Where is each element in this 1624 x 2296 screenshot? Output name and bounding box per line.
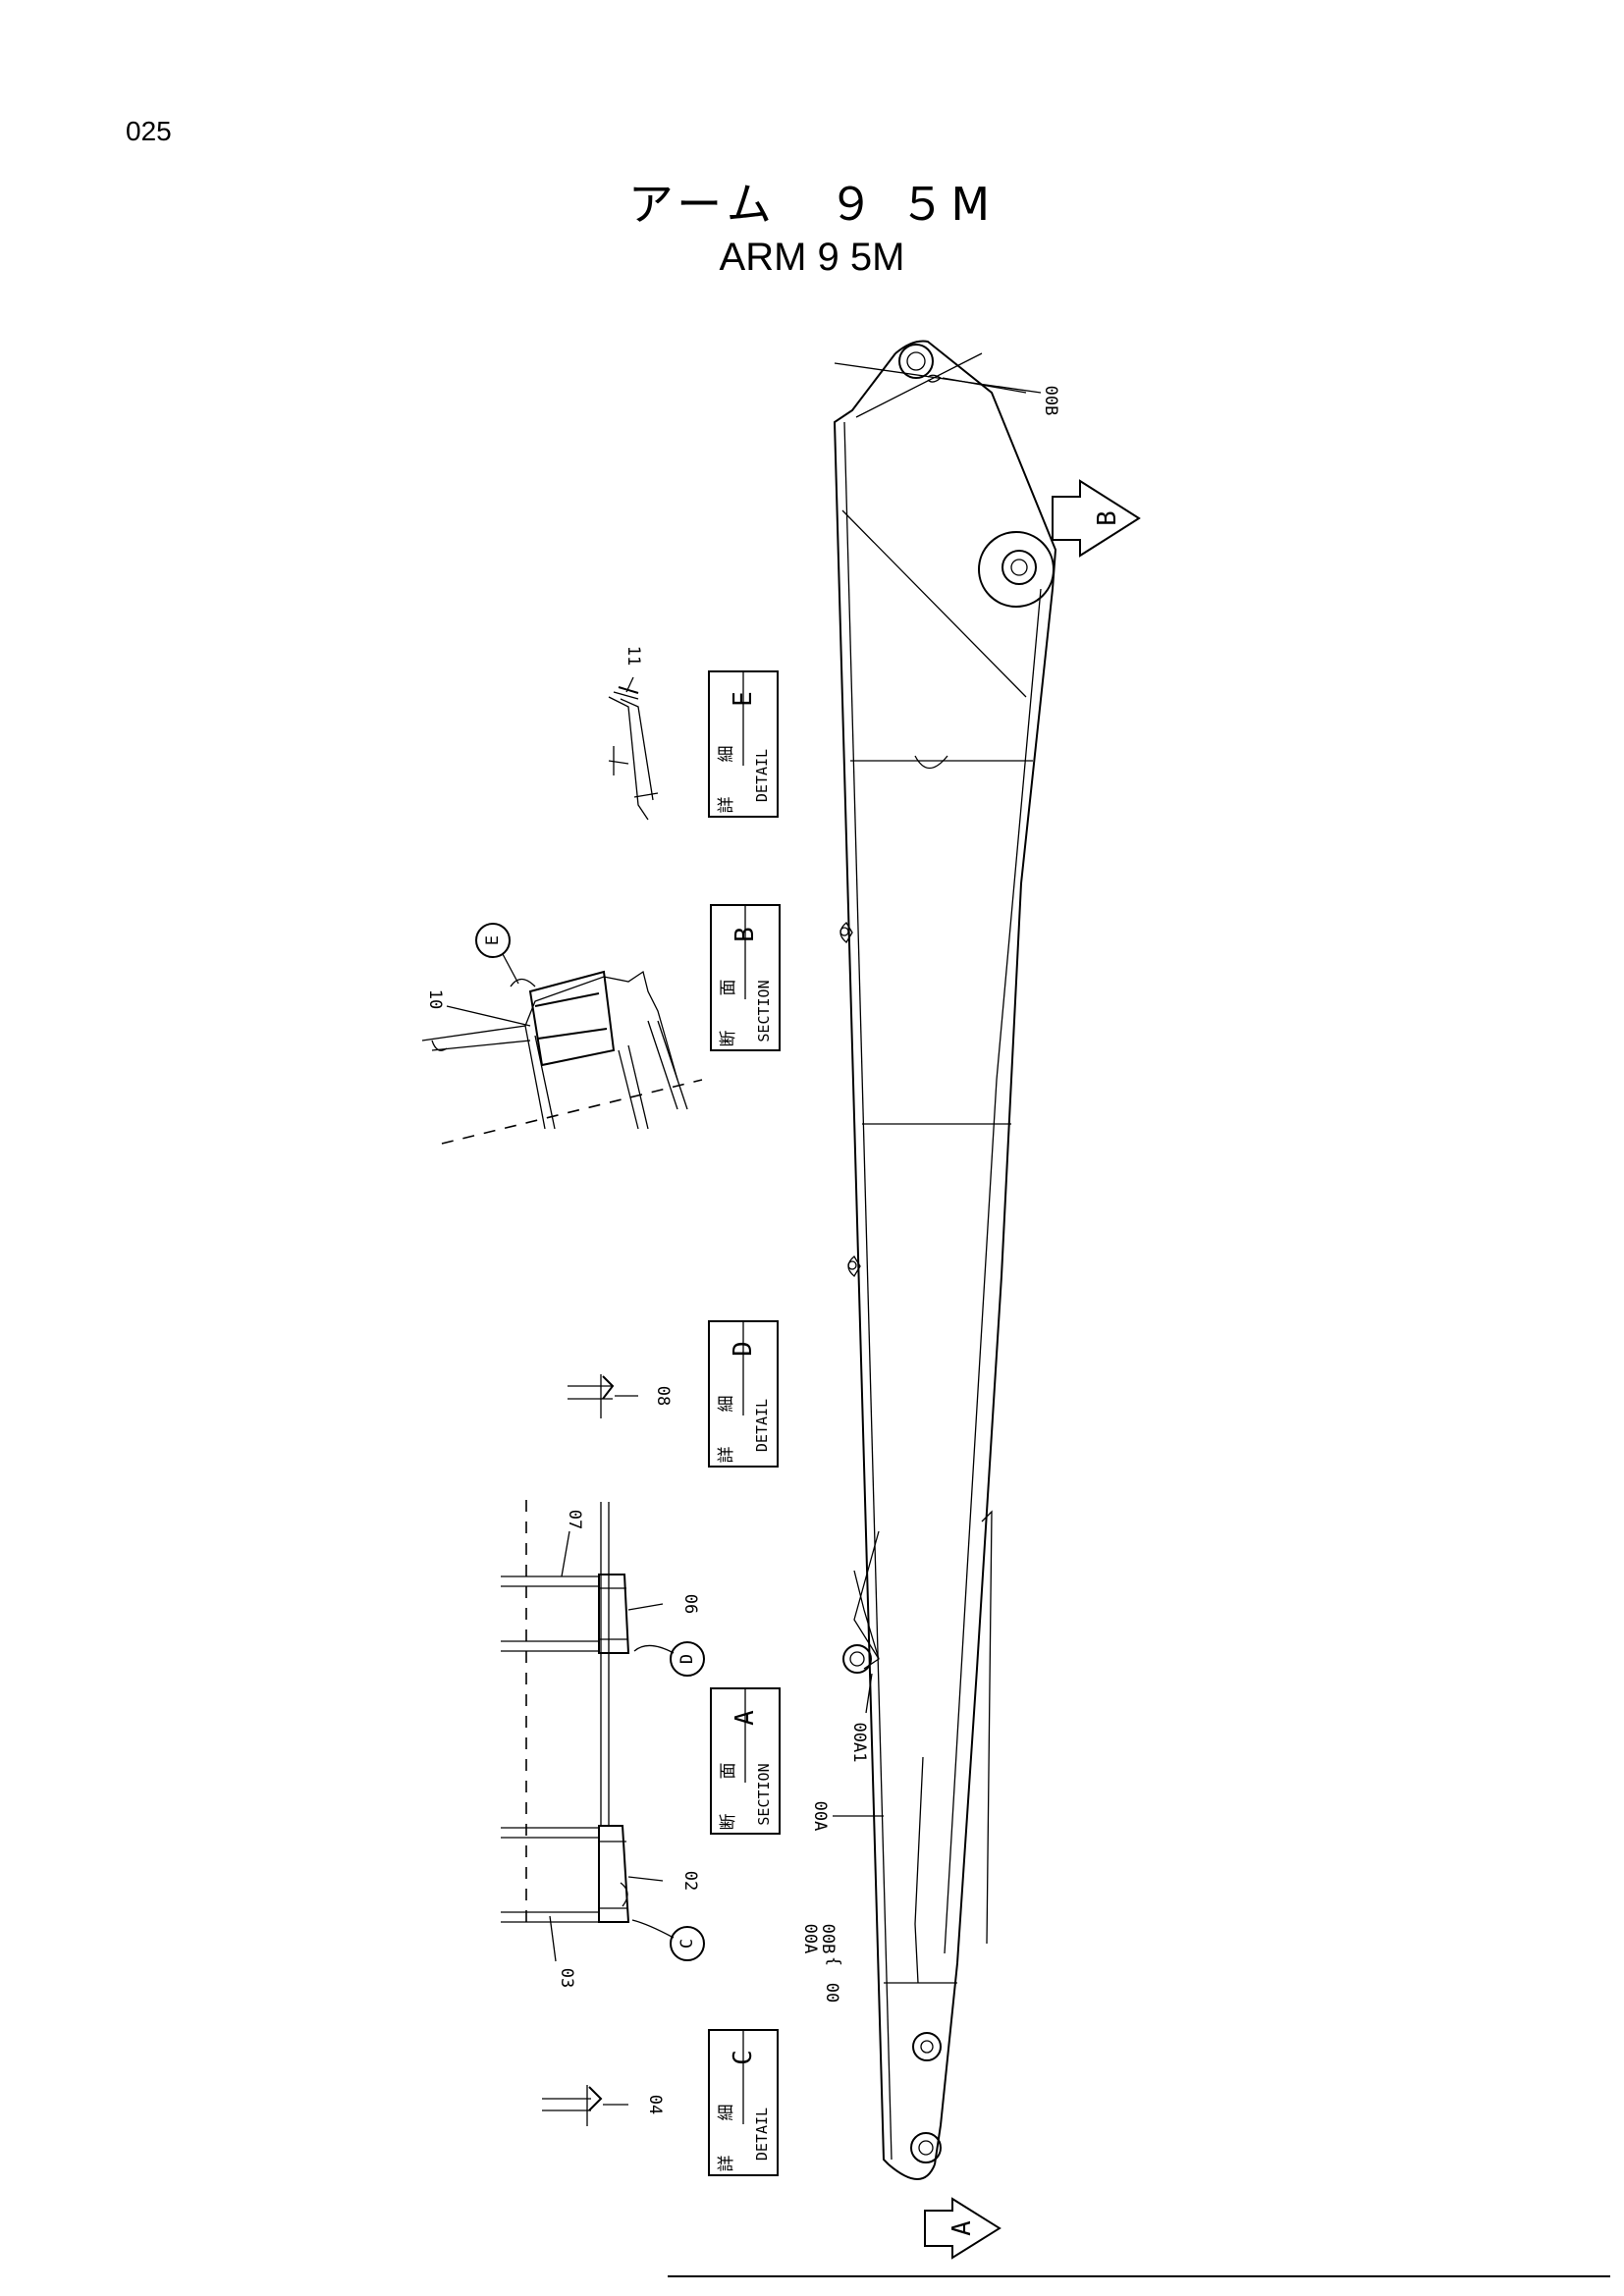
part-label-04: 04 — [645, 2095, 665, 2114]
section-b-box: 断 面 SECTION B — [710, 904, 781, 1051]
view-arrow-a-label: A — [947, 2220, 977, 2236]
part-label-02: 02 — [680, 1871, 700, 1891]
detail-d-en: DETAIL — [753, 1399, 771, 1452]
section-a-letter: A — [731, 1710, 760, 1726]
footer-rule — [668, 2275, 1610, 2277]
callout-c-label: C — [677, 1939, 697, 1949]
part-label-10: 10 — [425, 989, 445, 1009]
detail-c-jp2: 細 — [717, 2105, 736, 2121]
part-label-07: 07 — [565, 1510, 584, 1529]
detail-c-sketch: 04 — [542, 2085, 665, 2126]
section-b-jp2: 面 — [719, 980, 738, 996]
detail-e-box: 詳 細 DETAIL E — [708, 670, 779, 818]
detail-d-box: 詳 細 DETAIL D — [708, 1320, 779, 1468]
section-a-box: 断 面 SECTION A — [710, 1687, 781, 1835]
title-japanese: アーム ９ ５M — [627, 178, 997, 231]
section-a-en: SECTION — [755, 1763, 773, 1825]
detail-e-jp2: 細 — [717, 746, 736, 763]
title-english: ARM 9 5M — [719, 236, 905, 279]
callout-e-label: E — [483, 935, 503, 945]
detail-e-en: DETAIL — [753, 749, 771, 802]
part-label-00b-brace: 00B — [818, 1924, 838, 1954]
part-label-00a1: 00A1 — [849, 1723, 869, 1763]
leader-00a: 00A — [810, 1801, 884, 1832]
detail-e-letter: E — [729, 691, 758, 707]
pin-boss-large — [978, 531, 1055, 608]
part-label-08: 08 — [653, 1386, 673, 1406]
section-b-letter: B — [731, 927, 760, 942]
detail-c-en: DETAIL — [753, 2108, 771, 2161]
pin-lower-middle — [842, 1644, 872, 1674]
lugs — [839, 922, 861, 1277]
section-b-sketch: 10 E — [421, 923, 703, 1145]
part-label-00b-top: 00B — [1041, 386, 1060, 416]
assembly-label-00: 00 { 00A 00B — [800, 1924, 843, 2003]
arm-outline — [833, 340, 1057, 2180]
part-label-11: 11 — [623, 646, 643, 666]
leader-00b-top: 00B — [927, 374, 1060, 416]
pin-bottom — [910, 2032, 942, 2163]
detail-c-letter: C — [729, 2050, 758, 2065]
detail-c-box: 詳 細 DETAIL C — [708, 2029, 779, 2176]
part-label-00a-brace: 00A — [800, 1924, 820, 1954]
view-arrow-b-label: B — [1093, 510, 1122, 526]
detail-e-sketch: 11 — [608, 646, 659, 821]
detail-d-jp2: 細 — [717, 1396, 736, 1413]
callout-d-label: D — [677, 1654, 697, 1664]
detail-c-jp1: 詳 — [717, 2156, 736, 2172]
pin-top — [898, 344, 934, 379]
leader-00a1: 00A1 — [849, 1673, 873, 1763]
view-arrow-b: B — [1052, 479, 1141, 558]
part-label-06: 06 — [680, 1594, 700, 1614]
detail-d-letter: D — [729, 1341, 758, 1357]
part-label-03: 03 — [557, 1968, 576, 1988]
section-a-jp1: 断 — [719, 1814, 738, 1831]
part-label-00a: 00A — [810, 1801, 830, 1832]
detail-d-sketch: 08 — [568, 1374, 673, 1418]
page-number: 025 — [126, 116, 172, 146]
detail-d-jp1: 詳 — [717, 1447, 736, 1464]
section-a-jp2: 面 — [719, 1763, 738, 1780]
section-a-sketch: 07 06 D 02 C 03 — [501, 1500, 705, 1988]
brace-symbol: { — [824, 1956, 843, 1966]
section-b-jp1: 断 — [719, 1031, 738, 1047]
section-b-en: SECTION — [755, 980, 773, 1041]
part-label-00: 00 — [822, 1983, 841, 2002]
detail-e-jp1: 詳 — [717, 797, 736, 814]
view-arrow-a: A — [924, 2197, 1001, 2260]
